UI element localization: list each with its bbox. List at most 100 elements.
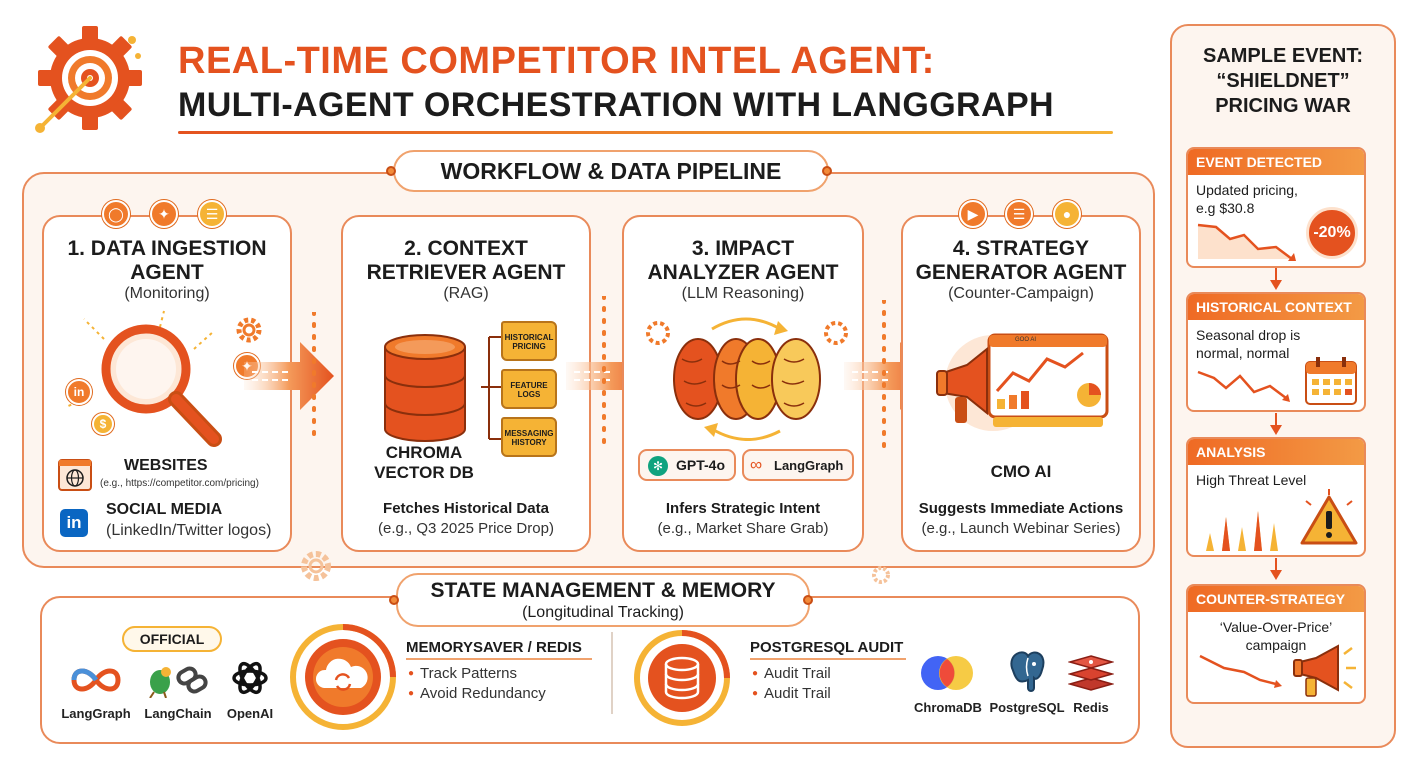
model-chip-gpt4o: ✻ GPT-4o <box>638 449 736 481</box>
folder-feature-logs: FEATURE LOGS <box>501 369 557 409</box>
folder-label: FEATURE LOGS <box>510 381 548 399</box>
folder-historical-pricing: HISTORICAL PRICING <box>501 321 557 361</box>
agent-title-line: 3. IMPACT <box>691 237 795 260</box>
model-label: GPT-4o <box>676 457 726 473</box>
event-step-counter-strategy: COUNTER-STRATEGY ‘Value-Over-Price’ camp… <box>1186 584 1366 704</box>
gear-icon <box>872 566 890 584</box>
calendar-icon <box>1305 357 1357 405</box>
langgraph-icon <box>71 668 121 692</box>
agent-footer-title: Infers Strategic Intent <box>665 500 821 517</box>
db-label: CHROMA VECTOR DB <box>349 443 499 483</box>
postgresql-icon <box>1010 651 1045 692</box>
warning-icon <box>1300 489 1358 545</box>
agent-title-line: AGENT <box>130 261 204 284</box>
store-label: PostgreSQL <box>989 700 1065 715</box>
screen-label: GOO AI <box>1015 337 1037 343</box>
pill-dot-left <box>386 166 396 176</box>
workflow-section-label: WORKFLOW & DATA PIPELINE <box>393 150 829 192</box>
agent-footer-example: (e.g., Market Share Grab) <box>657 520 829 537</box>
infinity-icon: ∞ <box>750 455 763 474</box>
linkedin-icon: in <box>60 509 88 537</box>
agent-card-title: 2. CONTEXT RETRIEVER AGENT <box>343 237 589 285</box>
dotted-divider <box>312 312 316 442</box>
flow-arrow-1 <box>244 342 334 410</box>
event-step-label: EVENT DETECTED <box>1188 149 1364 175</box>
openai-icon: ✻ <box>648 456 668 476</box>
workflow-section-text: WORKFLOW & DATA PIPELINE <box>440 158 782 184</box>
framework-openai: OpenAI <box>220 656 280 724</box>
sample-title-line: SAMPLE EVENT: <box>1202 45 1364 67</box>
audit-item: Audit Trail <box>752 665 831 682</box>
agent-card-context-retriever: 2. CONTEXT RETRIEVER AGENT (RAG) CHROMA … <box>341 215 591 552</box>
page-subtitle: MULTI-AGENT ORCHESTRATION WITH LANGGRAPH <box>178 86 1054 124</box>
campaign-dashboard-icon <box>936 333 1109 431</box>
framework-langgraph: LangGraph <box>56 660 136 724</box>
framework-label: LangChain <box>144 706 212 721</box>
dotted-divider <box>602 296 606 446</box>
agent-card-title: 3. IMPACT ANALYZER AGENT <box>624 237 862 285</box>
openai-icon <box>232 661 268 695</box>
event-step-detected: EVENT DETECTED Updated pricing, e.g $30.… <box>1186 147 1366 268</box>
document-badge-icon: ☰ <box>1005 200 1033 228</box>
magnifier-icon <box>65 310 222 447</box>
agent-card-title: 4. STRATEGY GENERATOR AGENT <box>903 237 1139 285</box>
event-step-body: Seasonal drop is normal, normal <box>1188 320 1364 368</box>
agent-title-line: 1. DATA INGESTION <box>67 237 267 260</box>
db-label-line: VECTOR DB <box>374 463 474 482</box>
globe-badge-icon: ◯ <box>102 200 130 228</box>
sample-event-title: SAMPLE EVENT: “SHIELDNET” PRICING WAR <box>1170 44 1396 119</box>
event-step-body: ‘Value-Over-Price’ campaign <box>1188 612 1364 660</box>
agent-subtitle: (Counter-Campaign) <box>948 285 1094 302</box>
source-websites: WEBSITES (e.g., https://competitor.com/p… <box>58 457 288 495</box>
agent-title-line: GENERATOR AGENT <box>915 261 1127 284</box>
memory-item: Avoid Redundancy <box>408 685 546 702</box>
audit-rule <box>750 658 906 660</box>
campaign-chart-icon <box>1199 654 1282 688</box>
event-step-text: Seasonal drop is <box>1196 327 1301 343</box>
folder-messaging-history: MESSAGING HISTORY <box>501 417 557 457</box>
agent-subtitle: (LLM Reasoning) <box>681 285 805 302</box>
agent-card-impact-analyzer: 3. IMPACT ANALYZER AGENT (LLM Reasoning)… <box>622 215 864 552</box>
megaphone-icon <box>1293 644 1356 697</box>
megaphone-badge-icon: ▶ <box>959 200 987 228</box>
official-label: OFFICIAL <box>139 631 205 647</box>
langchain-icon <box>149 666 208 698</box>
database-icon <box>384 334 466 442</box>
agent-title-line: 4. STRATEGY <box>952 237 1090 260</box>
state-section-sub: (Longitudinal Tracking) <box>522 604 684 621</box>
people-badge-icon: ● <box>1053 200 1081 228</box>
linkedin-badge-icon: in <box>66 379 92 405</box>
currency-badge-icon: $ <box>92 413 114 435</box>
step-arrow <box>1270 268 1282 290</box>
source-detail: (LinkedIn/Twitter logos) <box>106 522 272 539</box>
event-step-text: normal, normal <box>1196 345 1290 361</box>
event-step-text: Updated pricing, <box>1196 182 1298 198</box>
store-label: Redis <box>1073 700 1109 715</box>
event-step-label: ANALYSIS <box>1188 439 1364 465</box>
store-postgresql: PostgreSQL <box>982 648 1072 716</box>
state-section-label: STATE MANAGEMENT & MEMORY (Longitudinal … <box>396 573 810 627</box>
event-step-label: COUNTER-STRATEGY <box>1188 586 1364 612</box>
source-label: WEBSITES <box>124 457 208 474</box>
event-step-text: campaign <box>1245 637 1307 653</box>
page-title: REAL-TIME COMPETITOR INTEL AGENT: <box>178 40 935 82</box>
target-gear-logo <box>35 26 142 133</box>
memory-item: Track Patterns <box>408 665 517 682</box>
agent-title-line: 2. CONTEXT <box>404 237 528 260</box>
twitter-badge-icon: ✦ <box>150 200 178 228</box>
audit-title: POSTGRESQL AUDIT <box>750 639 904 656</box>
event-step-text: ‘Value-Over-Price’ <box>1219 619 1333 635</box>
agent-card-strategy-generator: 4. STRATEGY GENERATOR AGENT (Counter-Cam… <box>901 215 1141 552</box>
cloud-sync-icon <box>290 624 396 730</box>
brain-icon <box>646 317 848 441</box>
agent-card-title: 1. DATA INGESTION AGENT <box>44 237 290 285</box>
seasonal-chart-icon <box>1197 370 1290 402</box>
globe-icon <box>58 459 92 491</box>
sample-title-line: PRICING WAR <box>1215 95 1351 117</box>
event-step-text: e.g $30.8 <box>1196 200 1255 216</box>
gear-icon <box>236 317 262 343</box>
agent-title-line: ANALYZER AGENT <box>647 261 839 284</box>
title-underline <box>178 131 1113 134</box>
model-chip-langgraph: ∞ LangGraph <box>742 449 854 481</box>
state-section-title: STATE MANAGEMENT & MEMORY <box>430 579 776 602</box>
